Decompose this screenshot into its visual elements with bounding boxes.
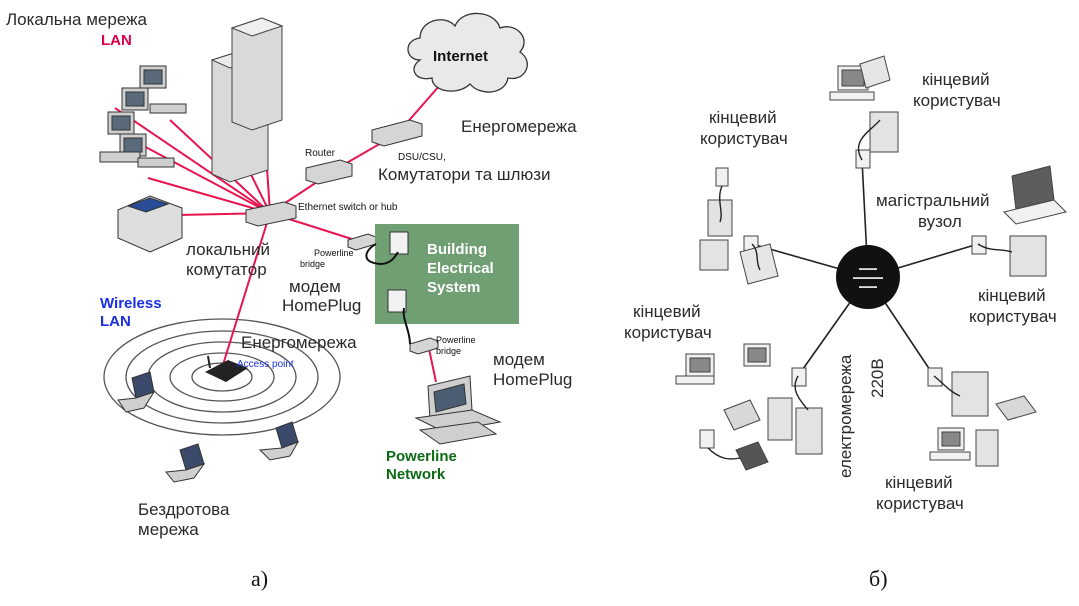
access-point-device bbox=[205, 355, 248, 382]
caption-b: б) bbox=[869, 566, 888, 591]
svg-text:▬▬▬: ▬▬▬ bbox=[859, 266, 877, 272]
router-label: Router bbox=[305, 148, 336, 159]
lan-abbr: LAN bbox=[101, 32, 132, 49]
local-switch-label-1: локальний bbox=[186, 240, 270, 259]
powerline-bridge-label-1: Powerline bbox=[314, 248, 354, 258]
local-switch-label-2: комутатор bbox=[186, 260, 267, 279]
lan-computers bbox=[99, 65, 187, 168]
powerline-bridge2-label-2: bridge bbox=[436, 346, 462, 356]
end-user-bottom-2: користувач bbox=[876, 494, 964, 513]
access-point-label: Access point bbox=[237, 359, 294, 370]
internet-cloud bbox=[407, 12, 528, 93]
end-user-right-1: кінцевий bbox=[978, 286, 1046, 305]
backbone-hub bbox=[836, 245, 900, 309]
modem2-label-1: модем bbox=[493, 350, 545, 369]
laptops bbox=[117, 371, 300, 483]
modem2-label-2: HomePlug bbox=[493, 370, 573, 389]
power-grid-label-2: 220В bbox=[868, 358, 887, 398]
modem-homeplug-label-2: HomePlug bbox=[282, 296, 362, 315]
wireless-network-label-1: Бездротова bbox=[138, 500, 230, 519]
powerline-bridge-label-2: bridge bbox=[300, 259, 326, 269]
modem-homeplug-label-1: модем bbox=[289, 277, 341, 296]
end-user-right-2: користувач bbox=[969, 307, 1057, 326]
svg-text:▬▬▬: ▬▬▬ bbox=[859, 284, 877, 290]
caption-a: а) bbox=[251, 566, 269, 591]
power-cords bbox=[365, 243, 411, 345]
internet-label: Internet bbox=[433, 48, 489, 65]
end-user-left-bottom-2: користувач bbox=[624, 323, 712, 342]
powerline-network-label-2: Network bbox=[386, 466, 446, 483]
energy-grid-mid-label: Енергомережа bbox=[241, 333, 357, 352]
switches-gateways-label: Комутатори та шлюзи bbox=[378, 165, 551, 184]
end-user-left-top-1: кінцевий bbox=[709, 108, 777, 127]
homeplug-computer bbox=[414, 375, 502, 445]
wireless-lan-label-1: Wireless bbox=[100, 295, 162, 312]
backbone-node-1: магістральний bbox=[876, 191, 990, 210]
server-towers bbox=[210, 17, 284, 183]
end-user-top-1: кінцевий bbox=[922, 70, 990, 89]
printer bbox=[117, 195, 183, 253]
lan-title: Локальна мережа bbox=[6, 10, 147, 29]
hub-text: ▬▬▬ ▬▬▬▬▬ ▬▬▬ bbox=[853, 266, 883, 290]
energy-grid-top-label: Енергомережа bbox=[461, 117, 577, 136]
wireless-rings bbox=[103, 318, 341, 436]
device-cords bbox=[707, 119, 1013, 460]
ethernet-switch-label: Ethernet switch or hub bbox=[298, 202, 398, 213]
wall-outlets bbox=[387, 231, 409, 313]
power-grid-label-1: електромережа bbox=[836, 354, 855, 478]
building-label-3: System bbox=[427, 279, 481, 296]
powerline-network-label-1: Powerline bbox=[386, 448, 457, 465]
building-label-2: Electrical bbox=[427, 260, 494, 277]
network-boxes bbox=[245, 119, 439, 355]
end-user-bottom-1: кінцевий bbox=[885, 473, 953, 492]
end-user-top-2: користувач bbox=[913, 91, 1001, 110]
dsu-csu-label: DSU/CSU, bbox=[398, 152, 446, 163]
end-user-devices bbox=[675, 55, 1067, 471]
end-user-left-top-2: користувач bbox=[700, 129, 788, 148]
wireless-lan-label-2: LAN bbox=[100, 313, 131, 330]
powerline-bridge2-label-1: Powerline bbox=[436, 335, 476, 345]
svg-text:▬▬▬▬▬: ▬▬▬▬▬ bbox=[853, 275, 883, 281]
wireless-network-label-2: мережа bbox=[138, 520, 199, 539]
end-user-left-bottom-1: кінцевий bbox=[633, 302, 701, 321]
backbone-node-2: вузол bbox=[918, 212, 962, 231]
building-label-1: Building bbox=[427, 241, 487, 258]
